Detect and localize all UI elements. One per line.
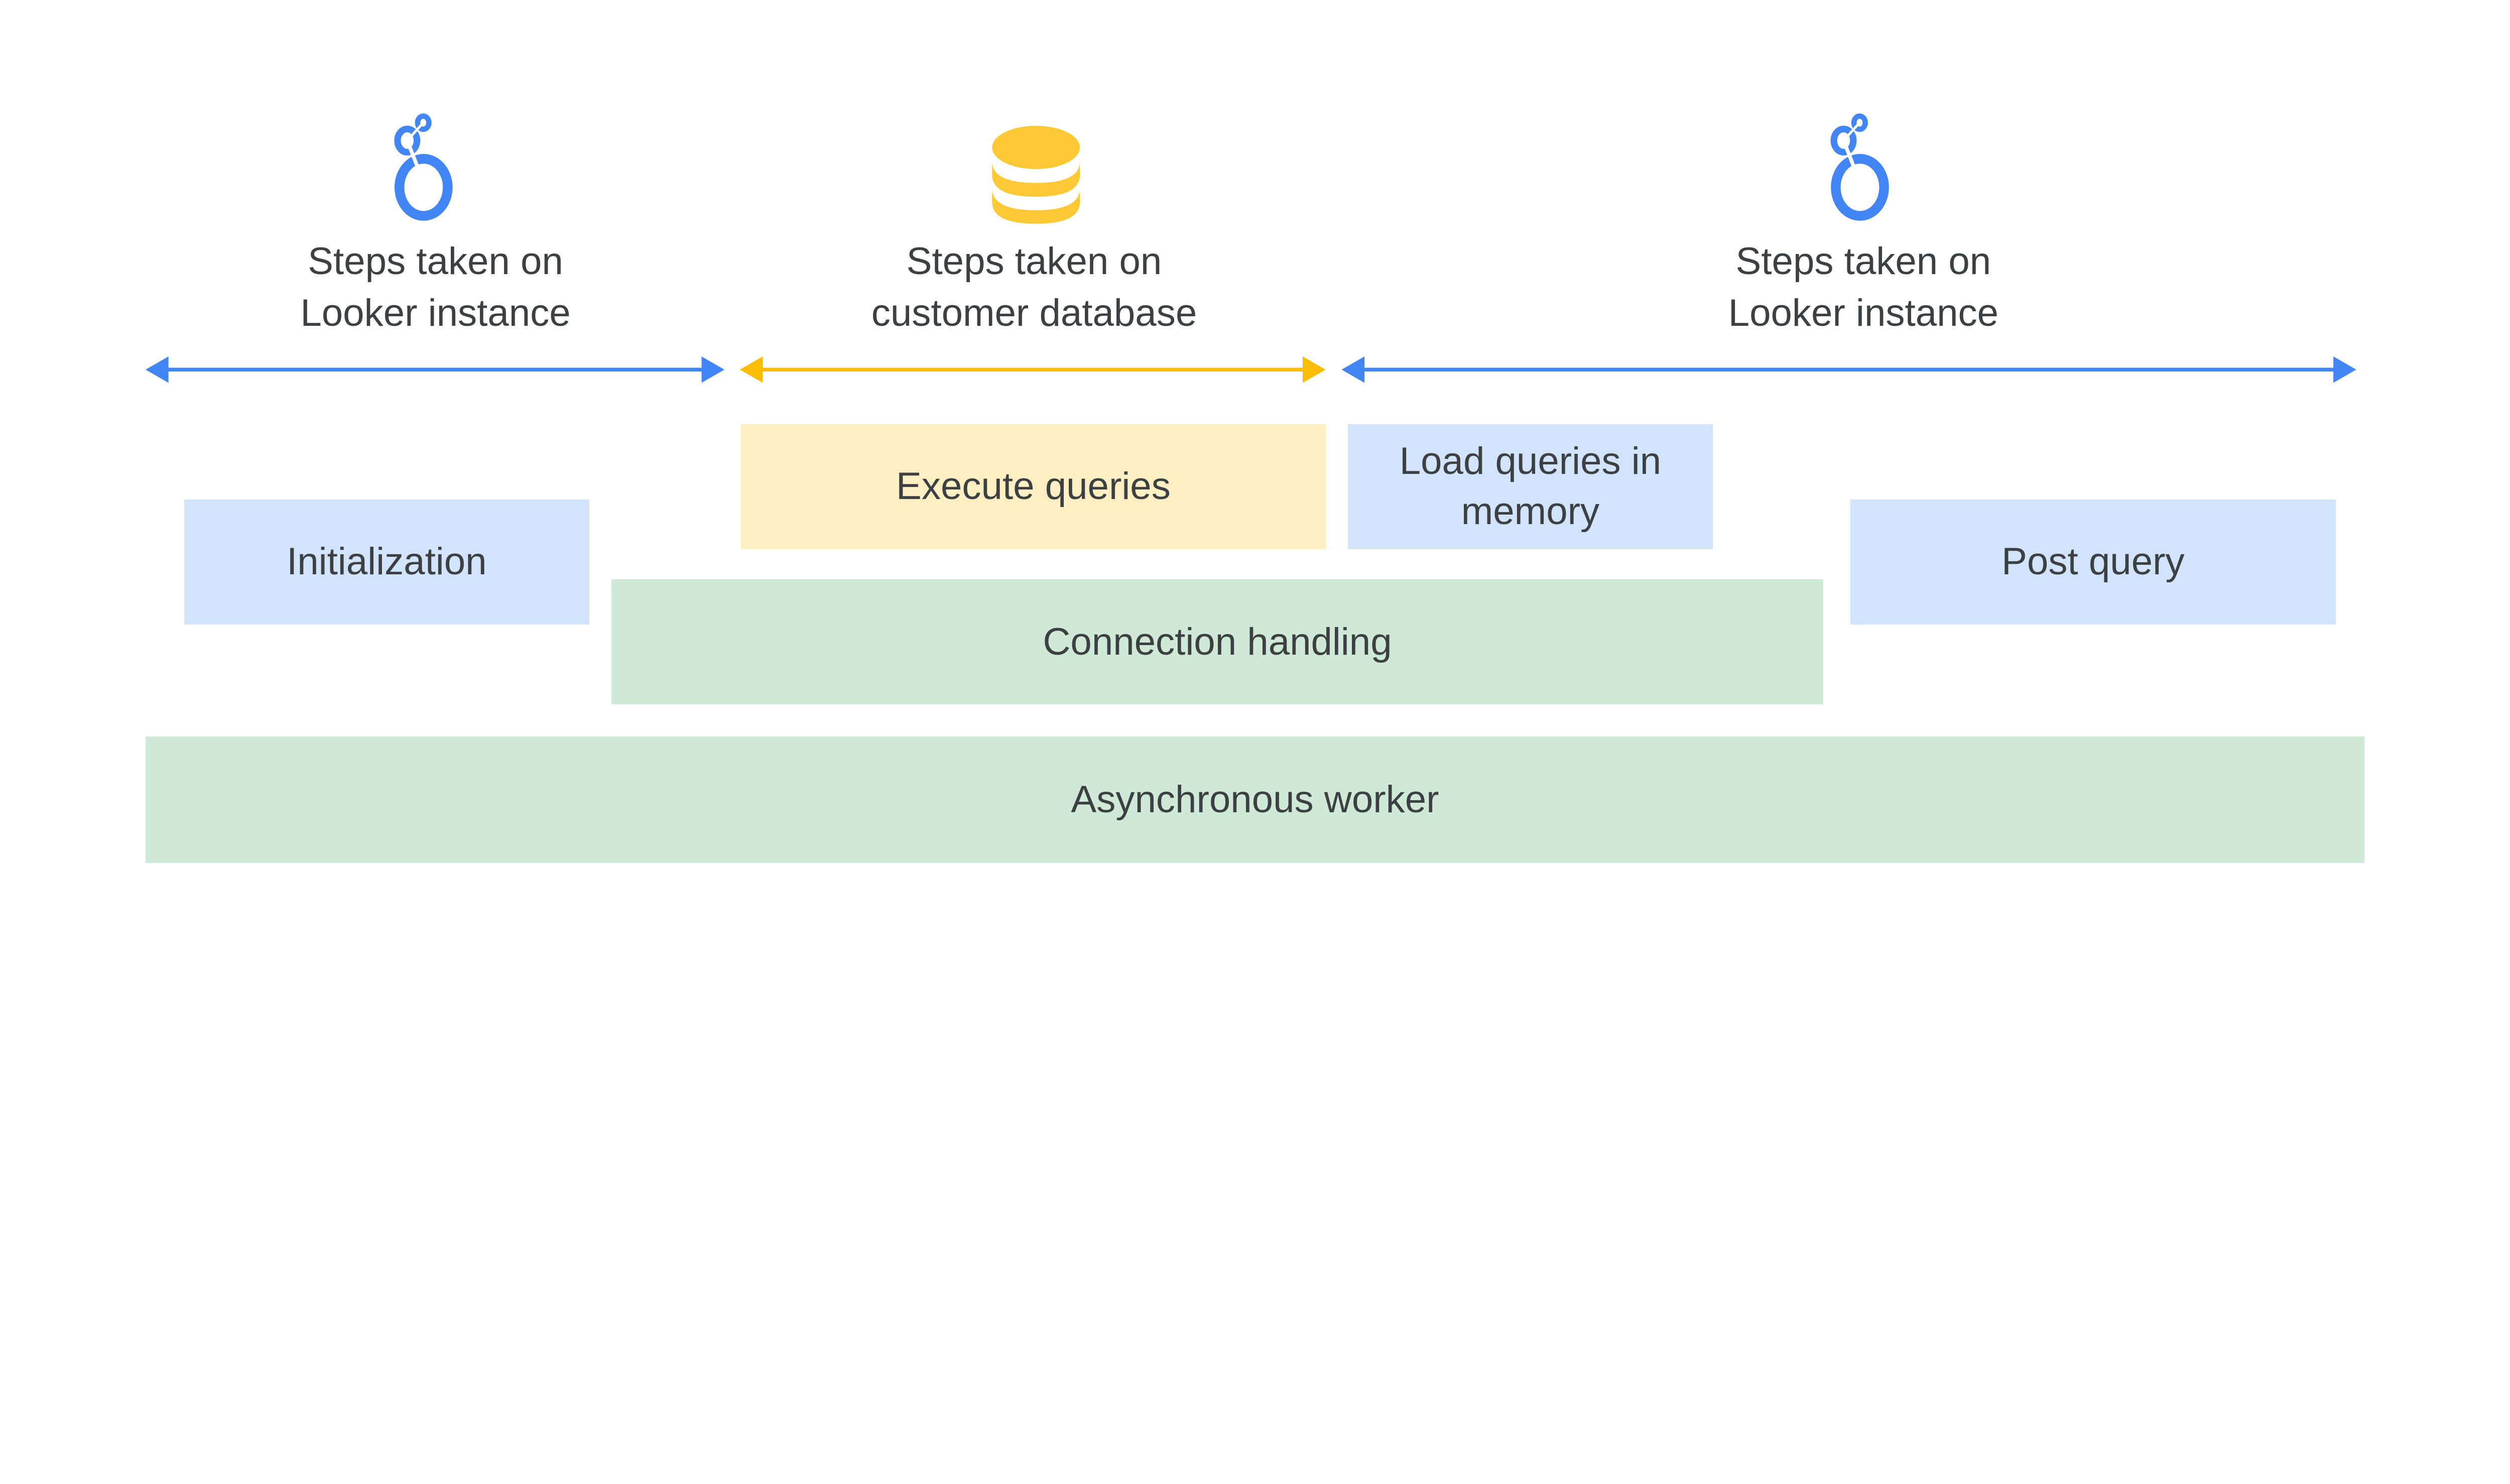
looker-logo-icon — [394, 113, 453, 221]
post-query-box: Post query — [1850, 500, 2336, 625]
looker-logo-icon — [1830, 113, 1889, 221]
load-queries-box: Load queries in memory — [1348, 424, 1713, 549]
section-heading-looker-left: Steps taken on Looker instance — [185, 235, 687, 339]
heading-line: Steps taken on — [308, 239, 563, 283]
looker-span-arrow-right — [1341, 356, 2356, 383]
heading-line: customer database — [871, 291, 1197, 334]
database-icon — [992, 126, 1080, 224]
heading-line: Looker instance — [1728, 291, 1999, 334]
database-span-arrow — [739, 356, 1326, 383]
box-label: Post query — [2001, 540, 2185, 583]
box-label: Initialization — [287, 540, 487, 583]
heading-line: Steps taken on — [1735, 239, 1991, 283]
box-label: Load queries in memory — [1399, 440, 1662, 533]
looker-span-arrow-left — [146, 356, 725, 383]
heading-line: Steps taken on — [906, 239, 1162, 283]
section-heading-database: Steps taken on customer database — [783, 235, 1285, 339]
box-label: Execute queries — [896, 465, 1171, 508]
connection-handling-box: Connection handling — [611, 579, 1823, 705]
diagram-canvas: Steps taken on Looker instance Steps tak… — [146, 113, 2364, 863]
execute-queries-box: Execute queries — [741, 424, 1326, 549]
box-label: Connection handling — [1043, 620, 1392, 663]
initialization-box: Initialization — [184, 500, 589, 625]
section-heading-looker-right: Steps taken on Looker instance — [1612, 235, 2114, 339]
heading-line: Looker instance — [300, 291, 571, 334]
box-label: Asynchronous worker — [1071, 778, 1439, 821]
asynchronous-worker-box: Asynchronous worker — [146, 736, 2364, 863]
